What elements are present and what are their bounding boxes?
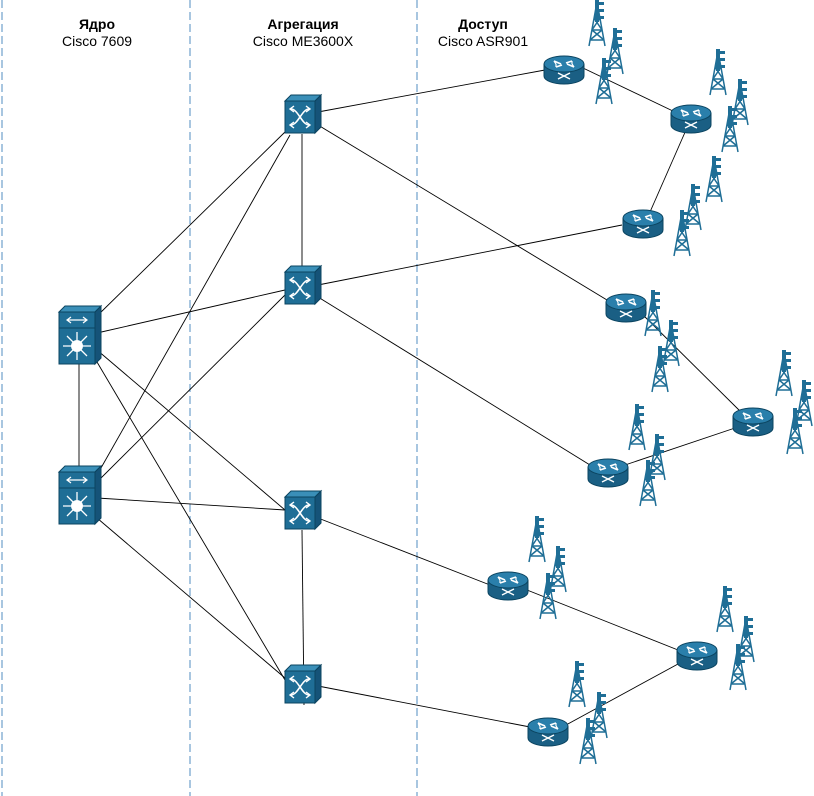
- workgroup-switch-icon: [284, 94, 322, 134]
- link-agg2-r3: [317, 224, 623, 286]
- workgroup-switch-icon: [284, 265, 322, 305]
- column-model-core: Cisco 7609: [61, 33, 133, 49]
- cell-tower-icon: [662, 319, 680, 367]
- workgroup-switch-icon: [284, 664, 322, 704]
- router-icon: [527, 717, 569, 747]
- column-model-access: Cisco ASR901: [437, 33, 529, 49]
- cell-tower-icon: [528, 515, 546, 563]
- cell-tower-icon: [628, 403, 646, 451]
- link-agg1-r1: [317, 69, 546, 113]
- column-model-aggregation: Cisco ME3600X: [252, 33, 354, 49]
- layer3-switch-icon: [58, 465, 102, 525]
- cell-tower-icon: [549, 545, 567, 593]
- link-r4-r5: [639, 311, 744, 415]
- column-title-access: Доступ: [458, 16, 508, 32]
- link-core2-agg1: [96, 134, 291, 476]
- link-core1-agg2: [96, 289, 286, 334]
- cell-tower-icon: [568, 660, 586, 708]
- link-agg4-r9: [317, 685, 531, 728]
- layer3-switch-icon: [58, 305, 102, 365]
- link-r2-r3: [649, 129, 687, 213]
- link-core1-agg3: [96, 349, 286, 511]
- router-icon: [543, 55, 585, 85]
- column-title-aggregation: Агрегация: [267, 16, 339, 32]
- column-header-core: Ядро Cisco 7609: [0, 16, 197, 50]
- links: [78, 67, 744, 728]
- workgroup-switch-icon: [284, 490, 322, 530]
- column-title-core: Ядро: [78, 16, 116, 32]
- cell-tower-icon: [644, 289, 662, 337]
- router-icon: [587, 458, 629, 488]
- cell-tower-icon: [731, 78, 749, 126]
- router-icon: [622, 209, 664, 239]
- link-agg1-r4: [317, 124, 608, 301]
- core-switches: [58, 305, 102, 525]
- cell-tower-icon: [705, 155, 723, 203]
- router-icon: [732, 407, 774, 437]
- link-r8-r9: [565, 663, 679, 726]
- router-icon: [676, 641, 718, 671]
- column-dividers: [1, 0, 418, 796]
- cell-tower-icon: [709, 48, 727, 96]
- link-r1-r2: [582, 67, 676, 113]
- router-icon: [487, 571, 529, 601]
- column-header-aggregation: Агрегация Cisco ME3600X: [203, 16, 403, 50]
- link-r5-r6: [624, 427, 736, 466]
- cell-tower-icon: [590, 691, 608, 739]
- cell-tower-icon: [716, 585, 734, 633]
- column-header-access: Доступ Cisco ASR901: [383, 16, 583, 50]
- cell-tower-icon: [588, 0, 606, 47]
- link-core2-agg3: [96, 497, 286, 511]
- cell-tower-icon: [639, 459, 657, 507]
- link-core1-agg1: [96, 131, 286, 317]
- router-icon: [670, 104, 712, 134]
- cell-tower-icon: [648, 433, 666, 481]
- cell-tower-icon: [786, 407, 804, 455]
- link-core2-agg2: [96, 294, 286, 483]
- cell-tower-icon: [721, 105, 739, 153]
- link-agg2-r6: [317, 296, 591, 466]
- link-agg3-r7: [317, 517, 491, 586]
- cell-tower-icon: [684, 183, 702, 231]
- router-icon: [605, 293, 647, 323]
- cell-tower-icon: [729, 643, 747, 691]
- cell-tower-icon: [775, 349, 793, 397]
- link-core2-agg4: [96, 517, 286, 679]
- link-core1-agg4: [96, 361, 286, 681]
